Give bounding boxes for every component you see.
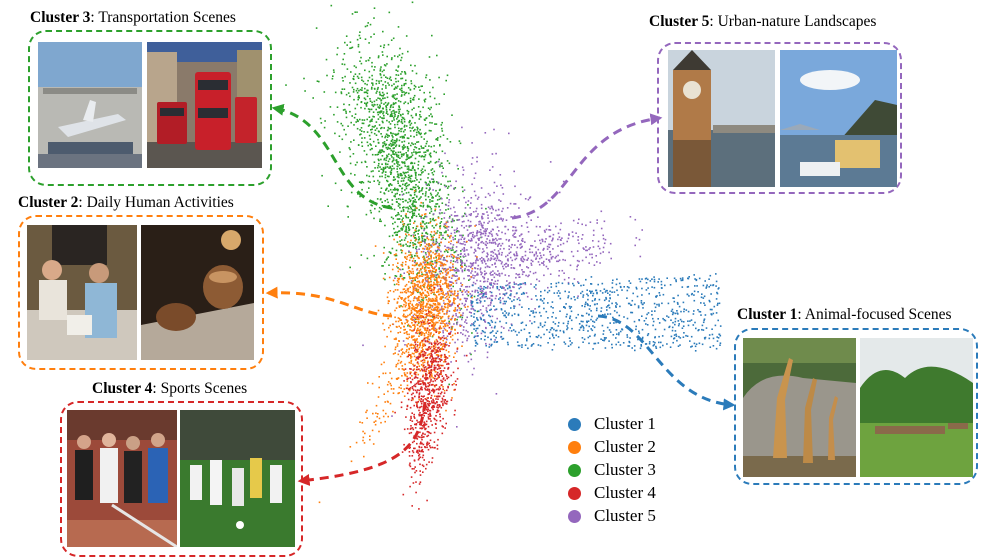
cluster-1-title: Cluster 1: Animal-focused Scenes: [737, 306, 952, 323]
lakeside-town-mountain-photo: [780, 50, 897, 187]
grassland-herd-photo: [860, 338, 973, 477]
giraffes-rocks-photo: [743, 338, 856, 477]
legend-dot-cluster-4: [568, 487, 581, 500]
cluster-4-title: Cluster 4: Sports Scenes: [92, 380, 248, 397]
double-decker-bus-street-photo: [147, 42, 262, 168]
legend-dot-cluster-3: [568, 464, 581, 477]
cluster-4-box: [60, 401, 303, 557]
cluster-5-box: [657, 42, 902, 194]
dessert-plate-photo: [141, 225, 254, 360]
airport-tarmac-photo: [38, 42, 142, 168]
cluster-3-title: Cluster 3: Transportation Scenes: [30, 9, 236, 26]
legend-item-cluster-1: Cluster 1: [568, 413, 656, 436]
legend: Cluster 1 Cluster 2 Cluster 3 Cluster 4 …: [568, 413, 656, 528]
legend-dot-cluster-1: [568, 418, 581, 431]
scatter-points-cluster-5: [362, 126, 570, 428]
scatter-points-cluster-3-top: [285, 26, 451, 206]
soccer-match-photo: [180, 410, 295, 547]
legend-item-cluster-4: Cluster 4: [568, 482, 656, 505]
cluster-5-title: Cluster 5: Urban-nature Landscapes: [649, 13, 877, 30]
cluster-1-box: [734, 328, 978, 485]
cluster-3-box: [28, 30, 272, 186]
friends-on-couch-photo: [27, 225, 137, 360]
legend-item-cluster-2: Cluster 2: [568, 436, 656, 459]
legend-item-cluster-3: Cluster 3: [568, 459, 656, 482]
clock-tower-river-photo: [668, 50, 775, 187]
cluster-2-box: [18, 215, 264, 370]
legend-item-cluster-5: Cluster 5: [568, 505, 656, 528]
cluster-2-title: Cluster 2: Daily Human Activities: [18, 194, 234, 211]
tennis-players-group-photo: [67, 410, 177, 547]
legend-dot-cluster-2: [568, 441, 581, 454]
legend-dot-cluster-5: [568, 510, 581, 523]
